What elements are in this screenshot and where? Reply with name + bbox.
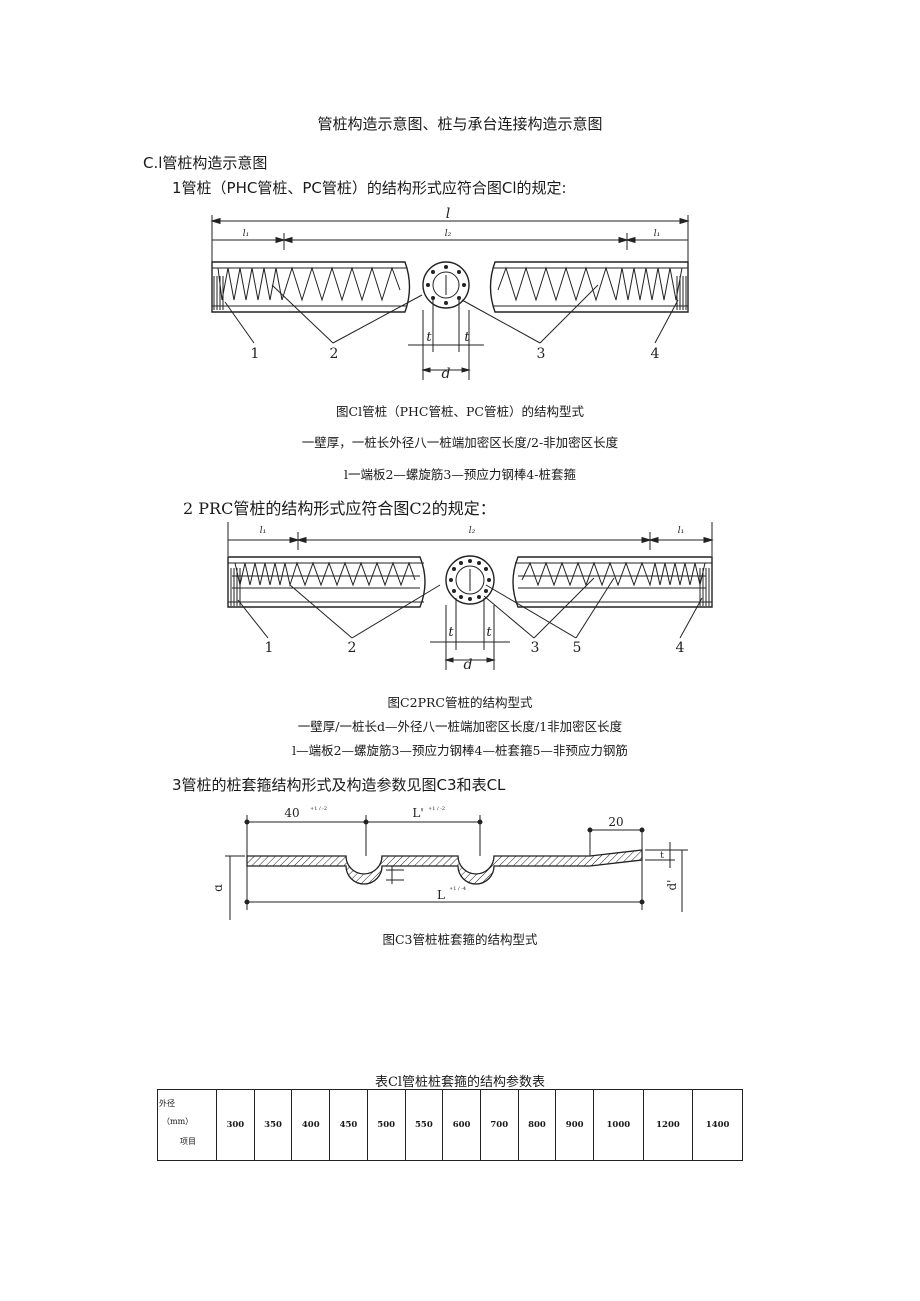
dim-L-tolerance: +1 / -4 bbox=[449, 886, 466, 892]
c2-dim-d-label: d bbox=[464, 657, 473, 673]
dim-Lprime-tolerance: +1 / -2 bbox=[428, 806, 445, 812]
table-corner-header: 外径 （mm） 项目 bbox=[157, 1089, 217, 1161]
table-column-header: 900 bbox=[555, 1089, 595, 1161]
figure-c1-legend-1: 一壁厚，一桩长外径八一桩端加密区长度/2-非加密区长度 bbox=[301, 435, 619, 450]
item-3-text: 3管桩的桩套箍结构形式及构造参数见图C3和表CL bbox=[172, 776, 506, 794]
table-column-header: 550 bbox=[404, 1089, 444, 1161]
dim-dprime-label: d' bbox=[665, 880, 679, 891]
figure-c1-legend-2: l一端板2—螺旋筋3—预应力钢棒4-桩套箍 bbox=[343, 467, 577, 482]
figure-c2-prc-pile: l₁ l₂ l₁ bbox=[227, 522, 714, 673]
dim-t-label: t bbox=[660, 851, 664, 861]
figure-c3-caption: 图C3管桩桩套箍的结构型式 bbox=[382, 932, 538, 947]
c2-callout-3: 3 bbox=[531, 640, 540, 656]
item-2-text: 2 PRC管桩的结构形式应符合图C2的规定： bbox=[183, 499, 496, 518]
dim-t-right-label: t bbox=[464, 330, 470, 345]
table-column-header: 800 bbox=[517, 1089, 557, 1161]
figure-c2-legend-2: l—端板2—螺旋筋3—预应力钢棒4—桩套箍5—非预应力钢筋 bbox=[292, 743, 628, 758]
header-outer-diameter: 外径 bbox=[159, 1099, 175, 1108]
c2-callout-4: 4 bbox=[676, 640, 685, 656]
dim-l1-right-label: l₁ bbox=[654, 229, 661, 239]
dim-40-tolerance: +1 / -2 bbox=[310, 806, 327, 812]
dim-20-label: 20 bbox=[608, 815, 623, 829]
dim-Lprime-label: L' bbox=[412, 806, 423, 820]
dim-l2-label: l₂ bbox=[445, 229, 452, 239]
c2-dim-l1-left-label: l₁ bbox=[260, 526, 267, 536]
table-column-header: 700 bbox=[479, 1089, 519, 1161]
table-column-header: 1000 bbox=[593, 1089, 644, 1161]
c2-callout-1: 1 bbox=[265, 640, 274, 656]
dim-l1-left-label: l₁ bbox=[243, 229, 250, 239]
c2-callout-5: 5 bbox=[573, 640, 582, 656]
table-c1-caption: 表Cl管桩桩套箍的结构参数表 bbox=[374, 1075, 546, 1090]
table-column-header: 600 bbox=[442, 1089, 481, 1161]
table-column-header: 400 bbox=[291, 1089, 331, 1161]
callout-1: 1 bbox=[251, 346, 260, 362]
callout-4: 4 bbox=[651, 346, 660, 362]
table-column-header: 350 bbox=[253, 1089, 293, 1161]
page-title: 管桩构造示意图、桩与承台连接构造示意图 bbox=[317, 115, 603, 133]
dim-l-label: l bbox=[446, 206, 450, 222]
header-unit-mm: （mm） bbox=[162, 1117, 194, 1126]
table-column-header: 450 bbox=[329, 1089, 368, 1161]
figure-c1-caption: 图Cl管桩（PHC管桩、PC管桩）的结构型式 bbox=[336, 404, 584, 419]
c2-dim-l1-right-label: l₁ bbox=[678, 526, 685, 536]
table-header-row: 外径 （mm） 项目 300 350 400 450 500 550 600 7… bbox=[157, 1089, 743, 1161]
header-item: 项目 bbox=[180, 1137, 196, 1146]
table-c1-hoop-parameters: 外径 （mm） 项目 300 350 400 450 500 550 600 7… bbox=[157, 1089, 743, 1161]
figure-c1-pipe-pile: l l₁ l₂ l₁ t t d 1 2 3 4 bbox=[210, 206, 690, 382]
table-column-header: 300 bbox=[216, 1089, 255, 1161]
c2-dim-t-right-label: t bbox=[486, 625, 492, 640]
table-column-header: 1400 bbox=[692, 1089, 743, 1161]
item-1-text: 1管桩（PHC管桩、PC管桩）的结构形式应符合图Cl的规定: bbox=[172, 179, 567, 197]
c2-dim-l2-label: l₂ bbox=[469, 526, 476, 536]
table-column-header: 1200 bbox=[642, 1089, 694, 1161]
figure-c2-legend-1: 一壁厚/一桩长d—外径八一桩端加密区长度/1非加密区长度 bbox=[297, 719, 623, 734]
table-column-header: 500 bbox=[366, 1089, 406, 1161]
figure-c2-caption: 图C2PRC管桩的结构型式 bbox=[387, 695, 533, 710]
figure-c3-pile-hoop: 40 +1 / -2 L' +1 / -2 20 L +1 / -4 d d' … bbox=[215, 806, 688, 920]
c2-callout-2: 2 bbox=[348, 640, 357, 656]
dim-d-label: d bbox=[215, 884, 225, 892]
c2-dim-t-left-label: t bbox=[448, 625, 454, 640]
dim-L-label: L bbox=[437, 888, 445, 902]
dim-t-left-label: t bbox=[426, 330, 432, 345]
dim-d-label: d bbox=[442, 366, 451, 382]
callout-3: 3 bbox=[537, 346, 546, 362]
section-heading-c1: C.l管桩构造示意图 bbox=[143, 154, 268, 172]
callout-2: 2 bbox=[330, 346, 339, 362]
dim-40-label: 40 bbox=[284, 806, 299, 820]
